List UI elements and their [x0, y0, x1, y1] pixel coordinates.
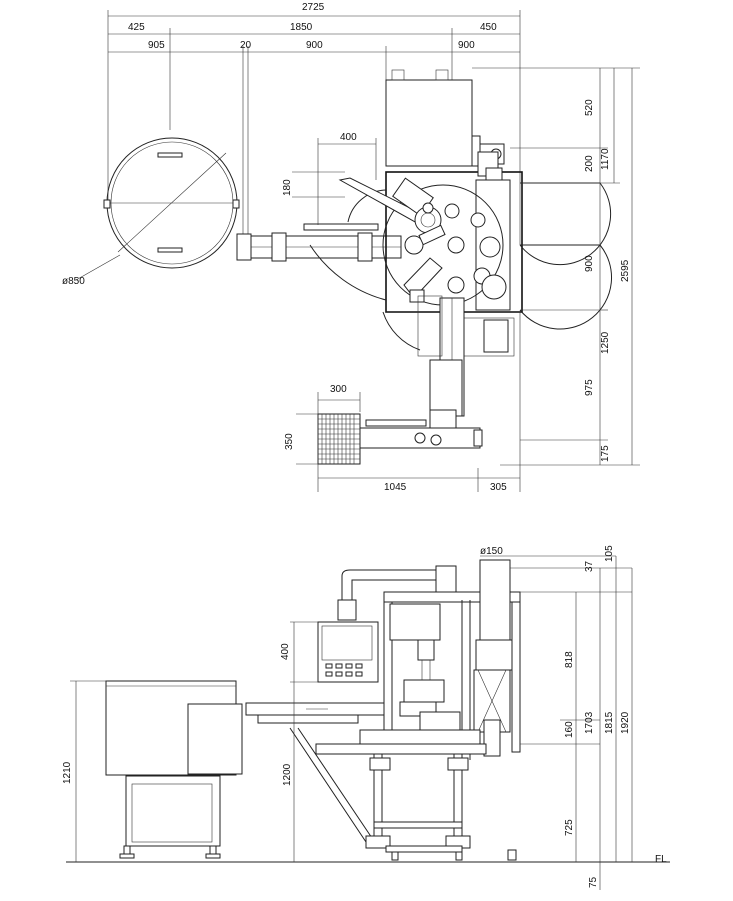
- dim-450: 450: [480, 22, 497, 33]
- dim-75: 75: [588, 876, 599, 888]
- overhead-pipe: [337, 565, 457, 621]
- mesh-pad: [317, 413, 361, 465]
- top-dimension-lines: [107, 10, 521, 245]
- dim-1920: 1920: [620, 711, 631, 734]
- dim-200: 200: [584, 155, 595, 172]
- top-view: 2725 425 1850 450 905 20 900 900 ø850: [62, 2, 640, 493]
- control-panel: [317, 621, 379, 683]
- dim-105: 105: [604, 545, 615, 562]
- dim-1250: 1250: [600, 331, 611, 354]
- dim-175: 175: [600, 445, 611, 462]
- dim-300: 300: [330, 384, 347, 395]
- dim-350: 350: [284, 433, 295, 450]
- bottom-dimension-lines: [296, 312, 521, 492]
- right-side-components: [463, 151, 613, 357]
- vertical-conveyor: [417, 295, 465, 417]
- dim-20: 20: [240, 40, 252, 51]
- dim-1815: 1815: [604, 711, 615, 734]
- dim-2595: 2595: [620, 259, 631, 282]
- side-dimension-lines: [70, 555, 633, 890]
- bottom-conveyor: [359, 409, 483, 449]
- dim-900-a: 900: [306, 40, 323, 51]
- dim-1200: 1200: [282, 763, 293, 786]
- dim-180: 180: [282, 179, 293, 196]
- label-tower: [461, 559, 513, 760]
- dim-400-side: 400: [280, 643, 291, 660]
- dim-900-right: 900: [584, 255, 595, 272]
- turret-plate: [315, 711, 487, 755]
- dim-2725: 2725: [302, 2, 325, 13]
- dim-37: 37: [584, 560, 595, 572]
- dim-1703: 1703: [584, 711, 595, 734]
- side-view: FL: [62, 545, 670, 890]
- rotary-arms: [338, 177, 507, 303]
- dim-diameter-150: ø150: [480, 546, 503, 557]
- feeder-table-side: [245, 702, 387, 849]
- dim-400-top: 400: [340, 132, 357, 143]
- dim-975: 975: [584, 379, 595, 396]
- dim-400-180-lines: [292, 138, 377, 225]
- main-frame-side: [383, 591, 521, 753]
- dim-305: 305: [490, 482, 507, 493]
- dim-diameter-850: ø850: [62, 276, 85, 287]
- linear-feeder-track: [236, 223, 402, 262]
- dim-818: 818: [564, 651, 575, 668]
- right-dimension-lines: [472, 67, 640, 466]
- dim-1170: 1170: [600, 148, 611, 170]
- dim-425: 425: [128, 22, 145, 33]
- dim-1045: 1045: [384, 482, 407, 493]
- floor-label: FL: [655, 854, 667, 865]
- dim-900-b: 900: [458, 40, 475, 51]
- bowl-feeder-circle: [75, 137, 240, 281]
- dim-1850: 1850: [290, 22, 313, 33]
- bowl-feeder-side: [105, 680, 243, 859]
- dim-905: 905: [148, 40, 165, 51]
- dim-1210: 1210: [62, 761, 73, 784]
- lower-stand: [365, 753, 517, 861]
- dim-520: 520: [584, 99, 595, 116]
- dim-160: 160: [564, 721, 575, 738]
- dim-725: 725: [564, 819, 575, 836]
